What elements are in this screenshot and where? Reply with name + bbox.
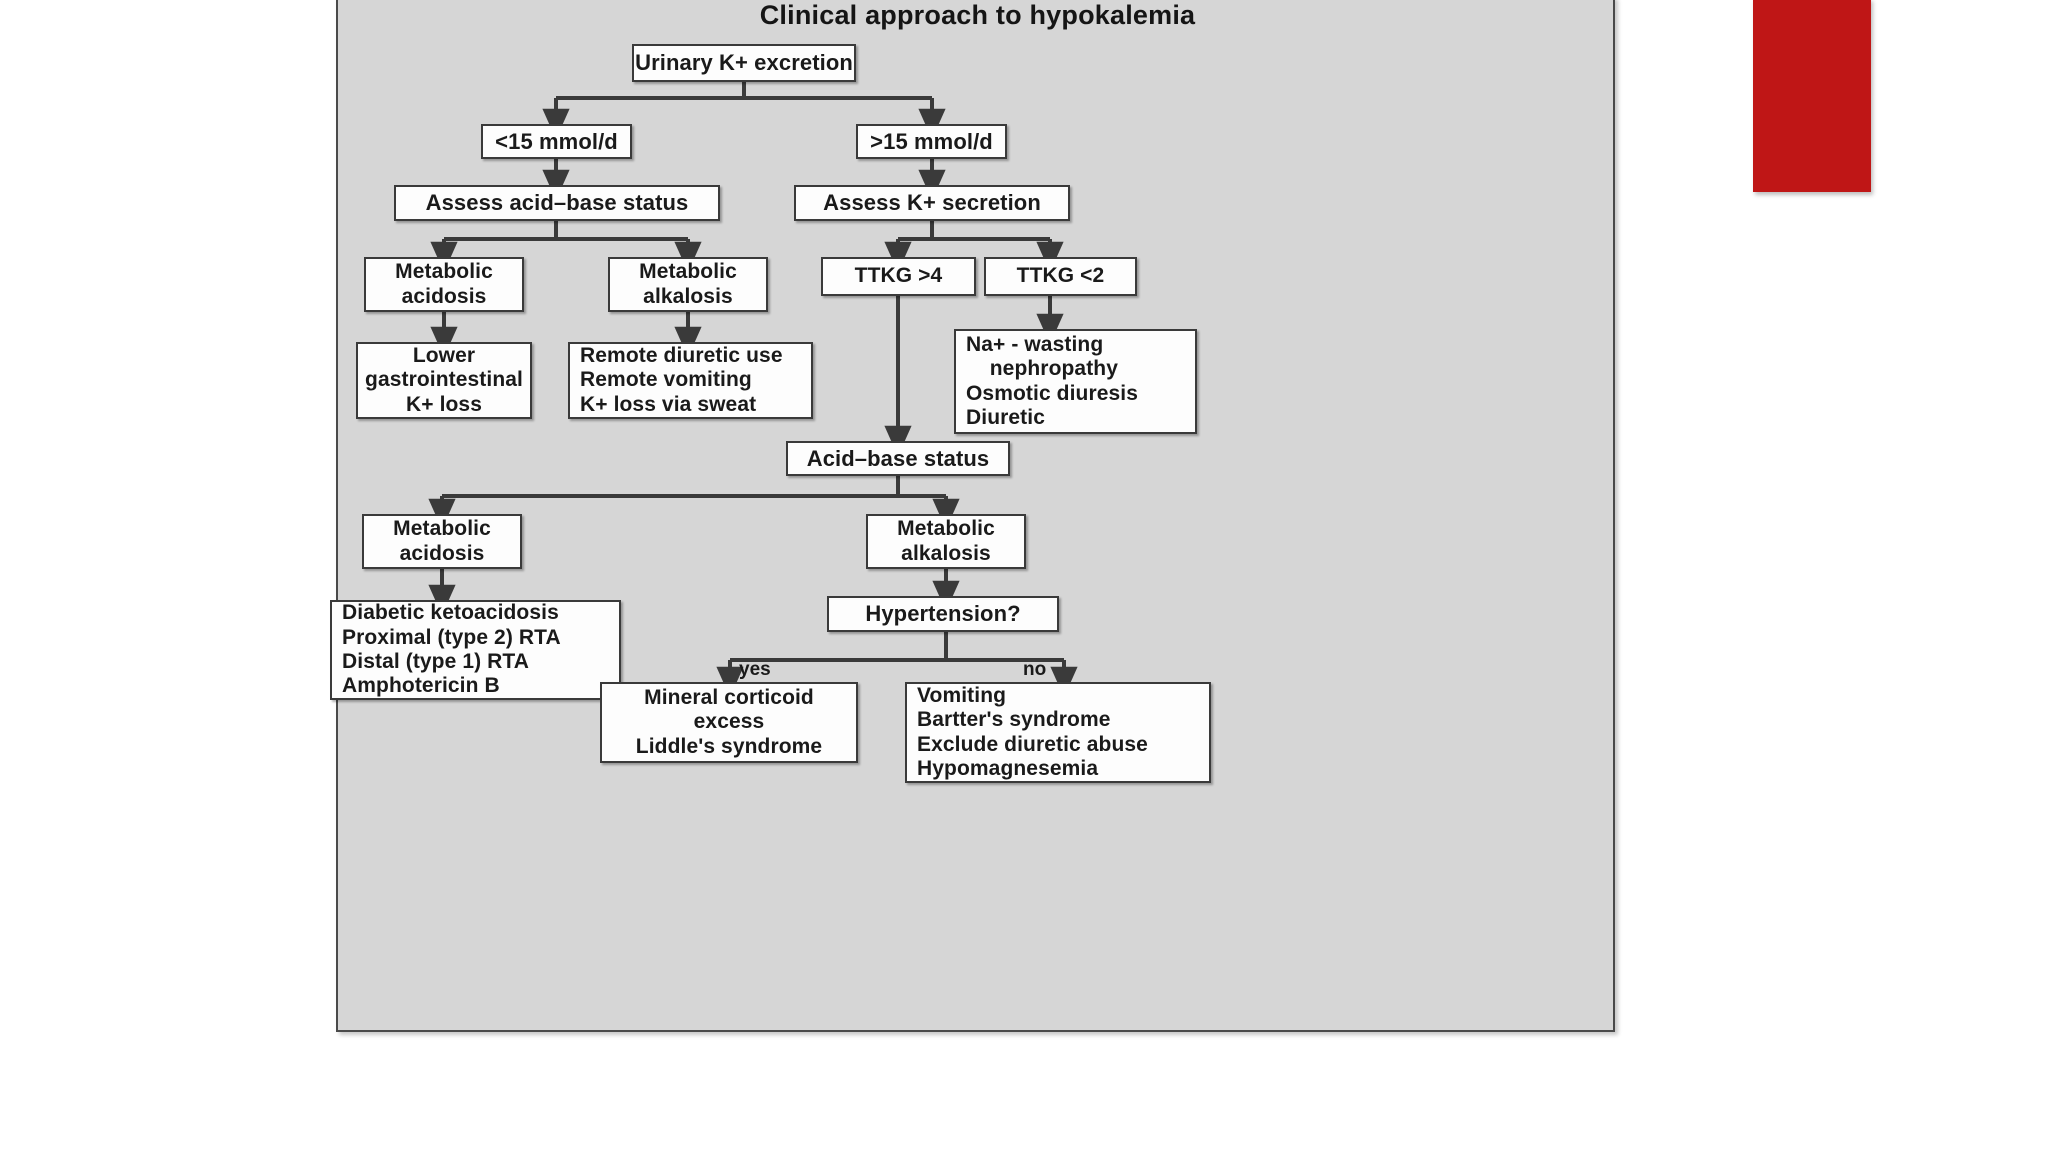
node-line: TTKG <2 — [1016, 264, 1105, 288]
node-line: Lower — [412, 343, 476, 367]
node-line: Metabolic — [897, 517, 995, 541]
node-line: gastrointestinal — [365, 368, 523, 392]
node-line: Urinary K+ excretion — [635, 50, 853, 76]
node-line: Osmotic diuresis — [966, 381, 1138, 405]
node-assess-acid-base-status[interactable]: Assess acid–base status — [394, 185, 720, 221]
node-line: Proximal (type 2) RTA — [342, 625, 561, 649]
node-line: excess — [693, 710, 765, 734]
node-line: Distal (type 1) RTA — [342, 650, 530, 673]
node-lower-gi-k-loss[interactable]: Lower gastrointestinal K+ loss — [356, 342, 532, 419]
node-mineral-corticoid-excess[interactable]: Mineral corticoid excess Liddle's syndro… — [600, 682, 858, 763]
node-line: Amphotericin B — [342, 674, 500, 698]
node-metabolic-alkalosis-1[interactable]: Metabolic alkalosis — [608, 257, 768, 312]
edge-label-yes: yes — [739, 659, 771, 680]
node-line: Metabolic — [393, 517, 491, 541]
node-dka-rta-causes[interactable]: Diabetic ketoacidosis Proximal (type 2) … — [330, 600, 621, 700]
node-metabolic-alkalosis-2[interactable]: Metabolic alkalosis — [866, 514, 1026, 569]
node-ttkg-greater-4[interactable]: TTKG >4 — [821, 257, 976, 296]
node-line: Liddle's syndrome — [635, 734, 823, 758]
node-line: acidosis — [401, 284, 487, 308]
node-line: K+ loss via sweat — [580, 392, 757, 416]
red-accent-block — [1753, 0, 1871, 192]
node-vomiting-bartter-causes[interactable]: Vomiting Bartter's syndrome Exclude diur… — [905, 682, 1211, 783]
node-line: Acid–base status — [806, 445, 990, 471]
node-line: Assess K+ secretion — [823, 190, 1041, 216]
node-remote-causes[interactable]: Remote diuretic use Remote vomiting K+ l… — [568, 342, 813, 419]
node-line: Bartter's syndrome — [917, 708, 1111, 732]
node-line: alkalosis — [901, 541, 991, 565]
node-acid-base-status[interactable]: Acid–base status — [786, 441, 1010, 476]
node-gt15-mmol[interactable]: >15 mmol/d — [856, 124, 1007, 159]
node-na-wasting-nephropathy[interactable]: Na+ - wasting nephropathy Osmotic diures… — [954, 329, 1197, 434]
node-line: Exclude diuretic abuse — [917, 732, 1148, 756]
node-ttkg-less-2[interactable]: TTKG <2 — [984, 257, 1137, 296]
node-line: Hypertension? — [865, 601, 1021, 627]
node-line: <15 mmol/d — [495, 128, 618, 154]
node-line: TTKG >4 — [854, 264, 943, 288]
node-urinary-k-excretion[interactable]: Urinary K+ excretion — [632, 44, 856, 82]
node-line: >15 mmol/d — [870, 128, 993, 154]
node-line: Remote diuretic use — [580, 343, 783, 367]
node-line: Remote vomiting — [580, 368, 752, 392]
flowchart-panel: Clinical approach to hypokalemia — [330, 0, 1615, 1032]
node-line: Mineral corticoid — [644, 685, 814, 709]
node-line: K+ loss — [406, 392, 482, 416]
node-line: Diabetic ketoacidosis — [342, 601, 559, 625]
page-title: Clinical approach to hypokalemia — [759, 0, 1196, 30]
node-lt15-mmol[interactable]: <15 mmol/d — [481, 124, 632, 159]
node-line: acidosis — [399, 541, 485, 565]
node-line: Diuretic — [966, 405, 1045, 429]
node-assess-k-secretion[interactable]: Assess K+ secretion — [794, 185, 1070, 221]
node-line: Vomiting — [917, 683, 1007, 707]
node-metabolic-acidosis-1[interactable]: Metabolic acidosis — [364, 257, 524, 312]
node-line: Assess acid–base status — [425, 190, 689, 216]
flowchart-connectors — [428, 81, 1078, 698]
node-hypertension-question[interactable]: Hypertension? — [827, 596, 1059, 632]
node-line: Hypomagnesemia — [917, 756, 1099, 780]
node-line: Metabolic — [639, 260, 737, 284]
node-line: alkalosis — [643, 284, 733, 308]
node-metabolic-acidosis-2[interactable]: Metabolic acidosis — [362, 514, 522, 569]
edge-label-no: no — [1023, 659, 1047, 680]
node-line: Metabolic — [395, 260, 493, 284]
node-line: nephropathy — [966, 357, 1119, 381]
node-line: Na+ - wasting — [966, 332, 1104, 356]
